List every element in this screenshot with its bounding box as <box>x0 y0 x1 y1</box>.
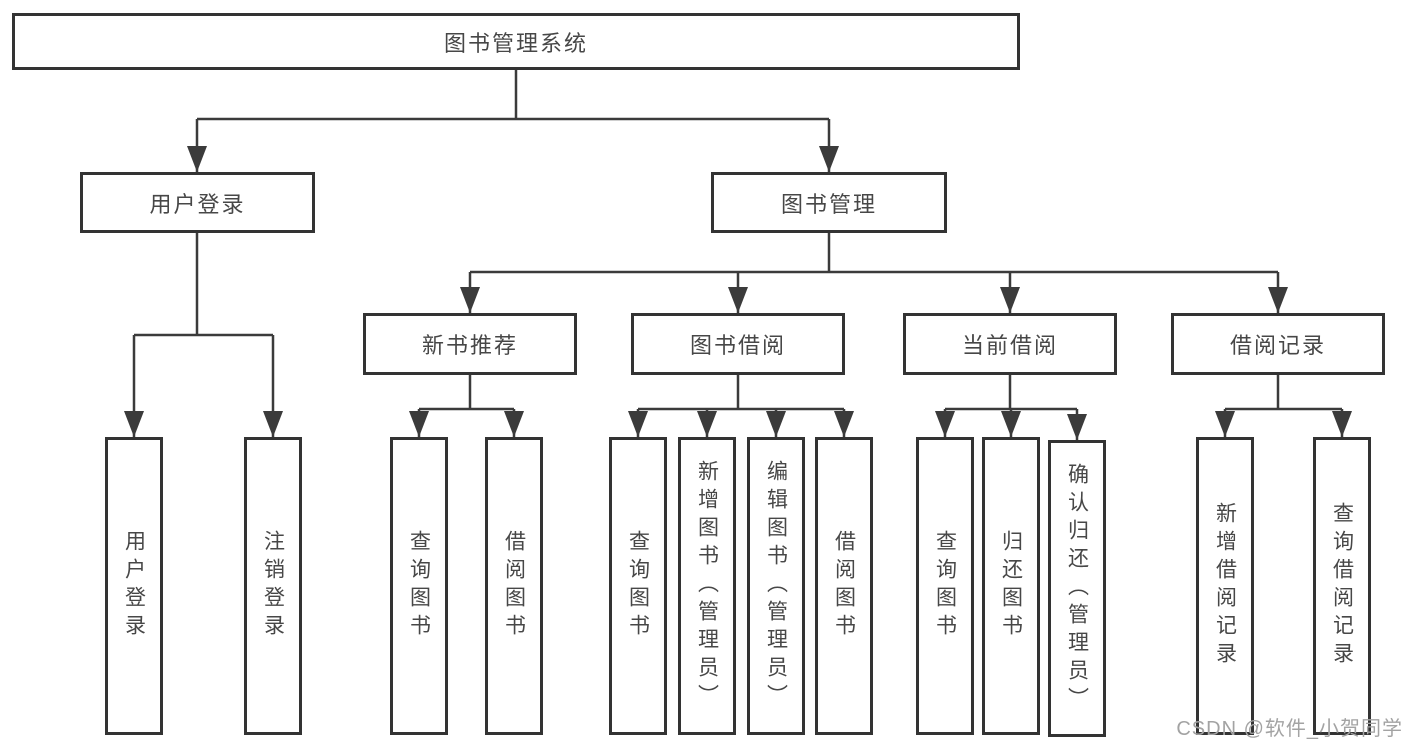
leaf-label: 新增借阅记录 <box>1213 502 1237 670</box>
leaf-edit-books-admin: 编辑图书（管理员） <box>747 437 805 735</box>
leaf-return-books: 归还图书 <box>982 437 1040 735</box>
node-label: 图书借阅 <box>689 333 786 358</box>
leaf-query-books-borrowing: 查询图书 <box>609 437 667 735</box>
leaf-confirm-return-admin: 确认归还（管理员） <box>1048 440 1106 737</box>
node-new-book-recommendation: 新书推荐 <box>363 313 577 375</box>
node-label: 当前借阅 <box>961 333 1058 358</box>
watermark: CSDN @软件_小贺同学 <box>1176 718 1403 740</box>
node-borrowing-records: 借阅记录 <box>1171 313 1385 375</box>
leaf-label: 用户登录 <box>122 530 146 642</box>
node-user-login: 用户登录 <box>80 172 315 233</box>
node-current-borrowing: 当前借阅 <box>903 313 1117 375</box>
leaf-borrow-books-recommend: 借阅图书 <box>485 437 543 735</box>
leaf-label: 借阅图书 <box>832 530 856 642</box>
node-label: 图书管理系统 <box>443 30 588 56</box>
leaf-label: 新增图书（管理员） <box>695 460 719 712</box>
node-library-system: 图书管理系统 <box>12 13 1020 70</box>
leaf-user-login: 用户登录 <box>105 437 163 735</box>
node-label: 借阅记录 <box>1229 333 1326 358</box>
leaf-label: 借阅图书 <box>502 530 526 642</box>
node-book-management: 图书管理 <box>711 172 947 233</box>
node-book-borrowing: 图书借阅 <box>631 313 845 375</box>
leaf-label: 注销登录 <box>261 530 285 642</box>
leaf-label: 归还图书 <box>999 530 1023 642</box>
leaf-label: 查询图书 <box>626 530 650 642</box>
leaf-add-books-admin: 新增图书（管理员） <box>678 437 736 735</box>
leaf-logout-login: 注销登录 <box>244 437 302 735</box>
node-label: 用户登录 <box>149 191 246 217</box>
leaf-label: 查询图书 <box>407 530 431 642</box>
leaf-label: 查询借阅记录 <box>1330 502 1354 670</box>
leaf-query-books-current: 查询图书 <box>916 437 974 735</box>
leaf-label: 查询图书 <box>933 530 957 642</box>
node-label: 新书推荐 <box>421 333 518 358</box>
leaf-label: 确认归还（管理员） <box>1065 462 1089 715</box>
leaf-query-books-recommend: 查询图书 <box>390 437 448 735</box>
leaf-add-borrow-record: 新增借阅记录 <box>1196 437 1254 735</box>
leaf-label: 编辑图书（管理员） <box>764 460 788 712</box>
node-label: 图书管理 <box>780 191 877 217</box>
leaf-borrow-books-borrowing: 借阅图书 <box>815 437 873 735</box>
leaf-query-borrow-record: 查询借阅记录 <box>1313 437 1371 735</box>
